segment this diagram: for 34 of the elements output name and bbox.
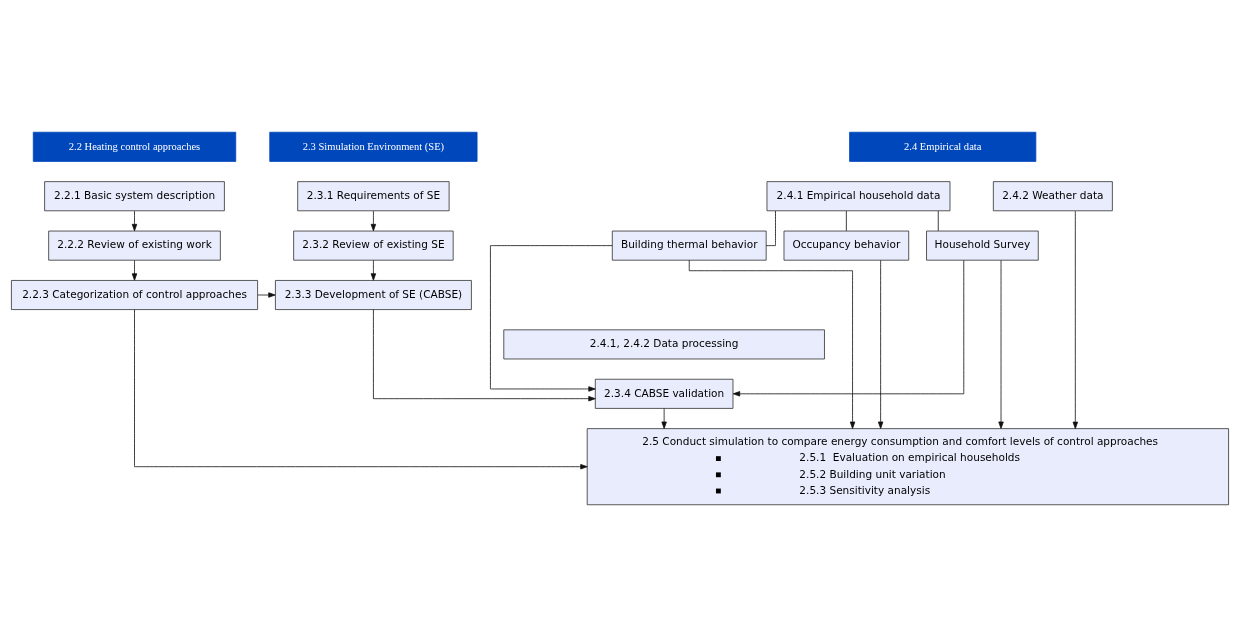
node-box: 2.2.2 Review of existing work (48, 230, 221, 261)
node-box: 2.3.3 Development of SE (CABSE) (275, 279, 472, 310)
arrow (131, 210, 138, 231)
arrow (661, 407, 667, 429)
node-box: Household Survey (926, 230, 1039, 261)
arrow (688, 259, 856, 429)
arrow (877, 259, 884, 429)
node-box: Occupancy behavior (783, 230, 910, 261)
node-box: 2.4.2 Weather data (992, 180, 1113, 211)
arrow (373, 308, 596, 401)
connector (765, 210, 776, 246)
arrow (1072, 210, 1078, 429)
arrow (998, 259, 1004, 429)
arrow (490, 244, 613, 392)
node-box: 2.4 Empirical data (849, 131, 1037, 162)
arrow (134, 308, 588, 469)
connector (937, 210, 939, 231)
node-box: 2.4.1, 2.4.2 Data processing (503, 328, 825, 359)
node-box: 2.2.3 Categorization of control approaches (11, 279, 258, 310)
connector (845, 210, 847, 231)
node-box: 2.4.1 Empirical household data (766, 180, 951, 211)
node-box: Building thermal behavior (611, 230, 767, 261)
node-box: 2.3 Simulation Environment (SE) (269, 131, 478, 162)
arrow (370, 210, 377, 231)
arrow (257, 291, 276, 298)
node-box: 2.5 Conduct simulation to compare energy consumption and comfort levels of control approaches 2.5.1 Evaluation on empirical households 2.5.2 Building unit variation 2.5.3 Sensitivity analysis (586, 427, 1229, 505)
arrow (732, 259, 965, 396)
node-box: 2.2 Heating control approaches (32, 131, 237, 162)
node-box: 2.3.2 Review of existing SE (293, 230, 454, 261)
node-box: 2.2.1 Basic system description (44, 180, 225, 211)
arrow (131, 259, 138, 281)
node-box: 2.3.4 CABSE validation (594, 378, 734, 409)
node-box: 2.3.1 Requirements of SE (297, 180, 450, 211)
arrow (370, 259, 377, 281)
